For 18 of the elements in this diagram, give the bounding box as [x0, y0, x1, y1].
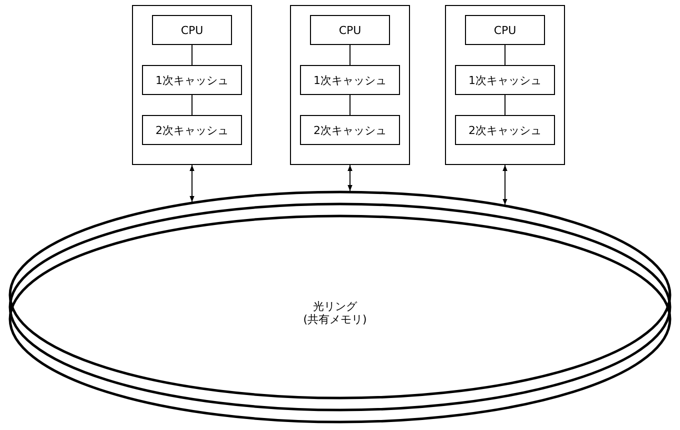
processor-box [290, 5, 410, 165]
cache-box: 1次キャッシュ [142, 65, 242, 95]
ring-label: 光リング(共有メモリ) [302, 300, 368, 326]
processor-box [445, 5, 565, 165]
cpu-box: CPU [465, 15, 545, 45]
cache-box: 1次キャッシュ [455, 65, 555, 95]
cpu-box: CPU [152, 15, 232, 45]
cache-box: 2次キャッシュ [300, 115, 400, 145]
cpu-box: CPU [310, 15, 390, 45]
cache-box: 1次キャッシュ [300, 65, 400, 95]
arrow [502, 164, 508, 206]
connector-line [504, 94, 506, 116]
cache-box: 2次キャッシュ [455, 115, 555, 145]
arrow [190, 164, 194, 202]
connector-line [504, 44, 506, 66]
processor-box [132, 5, 252, 165]
arrow [348, 164, 352, 192]
cache-box: 2次キャッシュ [142, 115, 242, 145]
